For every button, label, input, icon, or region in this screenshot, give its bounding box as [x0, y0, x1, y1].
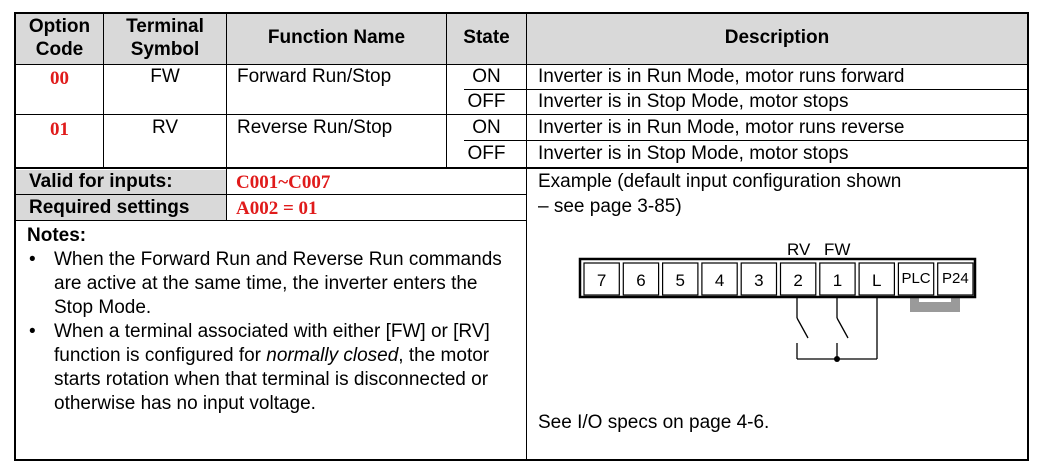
terminal-label-3: 3 [754, 271, 763, 290]
table-border-bottom [14, 459, 1029, 461]
table-border-right [1027, 12, 1029, 461]
description-cell: Inverter is in Run Mode, motor runs forw… [538, 66, 905, 87]
terminal-box-6 [622, 262, 660, 296]
label-rv: RV [787, 240, 811, 259]
col-line [226, 12, 227, 221]
terminal-box-2 [779, 262, 817, 296]
terminal-label-7: 7 [597, 271, 606, 290]
terminal-box-4 [701, 262, 738, 296]
terminal-box-l [858, 262, 895, 296]
option-code-00: 00 [50, 68, 69, 89]
header-state: State [463, 27, 510, 48]
description-cell: Inverter is in Stop Mode, motor stops [538, 91, 849, 112]
terminal-box-7 [583, 262, 620, 296]
example-caption-line2: – see page 3-85) [538, 196, 682, 217]
col-line [446, 12, 447, 168]
col-line [103, 12, 104, 168]
notes-title: Notes: [27, 225, 87, 246]
example-caption-line1: Example (default input configuration sho… [538, 171, 902, 192]
terminal-label-plc: PLC [901, 270, 930, 287]
note-item: •When the Forward Run and Reverse Run co… [29, 249, 502, 318]
jumper-gap [919, 296, 951, 302]
header-function-name: Function Name [267, 27, 406, 48]
terminal-box-5 [661, 262, 699, 296]
header-bottom-line [14, 64, 1029, 65]
junction-dot [834, 356, 840, 362]
description-cell: Inverter is in Stop Mode, motor stops [538, 143, 849, 164]
row-line [14, 220, 526, 221]
terminal-label-6: 6 [636, 271, 645, 290]
terminal-label-5: 5 [676, 271, 685, 290]
function-name-reverse: Reverse Run/Stop [237, 117, 393, 138]
terminal-symbol-fw: FW [150, 66, 180, 87]
note-item: •When a terminal associated with either … [29, 321, 490, 414]
row-line [464, 140, 1029, 141]
state-on: ON [472, 117, 501, 138]
row-line [14, 194, 526, 195]
col-line [526, 12, 527, 461]
switch-wiring [796, 297, 878, 360]
bullet-icon: • [29, 249, 36, 270]
description-cell: Inverter is in Run Mode, motor runs reve… [538, 117, 905, 138]
valid-inputs-label: Valid for inputs: [29, 171, 173, 192]
notes-list: •When the Forward Run and Reverse Run co… [27, 248, 517, 416]
valid-inputs-label-background [16, 170, 227, 220]
table-border-top [14, 12, 1029, 14]
terminal-label-1: 1 [833, 271, 842, 290]
notes-section: Notes: •When the Forward Run and Reverse… [27, 224, 517, 416]
table-border-left [14, 12, 16, 461]
required-settings-value: A002 = 01 [236, 198, 318, 219]
function-name-forward: Forward Run/Stop [237, 66, 392, 87]
terminal-box-plc [897, 262, 935, 296]
row-line [14, 167, 1029, 169]
row-line [464, 89, 1029, 90]
bullet-icon: • [29, 321, 36, 342]
terminal-box-1 [819, 262, 856, 296]
terminal-label-l: L [872, 271, 881, 290]
label-fw: FW [824, 240, 851, 259]
io-specs-reference: See I/O specs on page 4-6. [538, 412, 770, 433]
terminal-label-p24: P24 [942, 270, 969, 287]
header-description: Description [724, 27, 830, 48]
valid-inputs-value: C001~C007 [236, 172, 331, 193]
terminal-box-3 [740, 262, 778, 296]
terminal-label-4: 4 [715, 271, 724, 290]
required-settings-label: Required settings [29, 197, 190, 218]
state-off: OFF [467, 91, 506, 112]
terminal-box-p24 [937, 262, 974, 296]
state-on: ON [472, 66, 501, 87]
state-off: OFF [467, 143, 506, 164]
header-background [16, 13, 1028, 65]
terminal-label-2: 2 [793, 271, 802, 290]
row-line [14, 114, 1029, 115]
terminal-symbol-rv: RV [151, 117, 179, 138]
option-code-01: 01 [50, 119, 69, 140]
